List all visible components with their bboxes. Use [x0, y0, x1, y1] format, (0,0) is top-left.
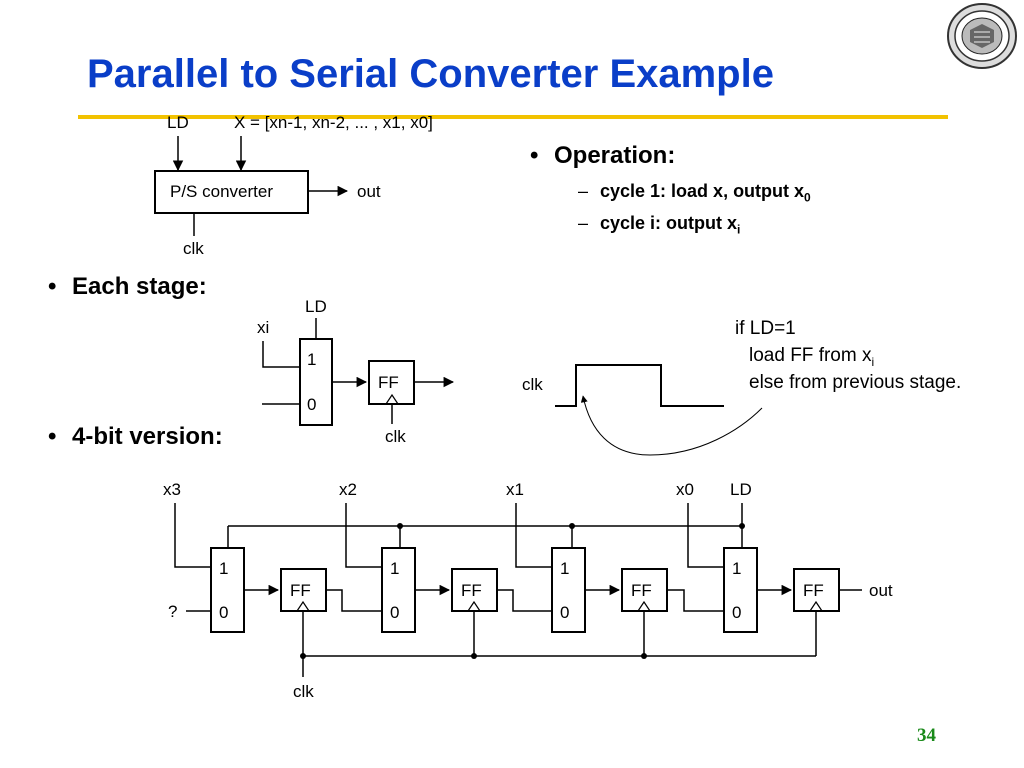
ps-x-input-label: X = [xn-1, xn-2, ... , x1, x0] [234, 113, 433, 132]
operation-item-cycle1: –cycle 1: load x, output x0 [578, 181, 811, 205]
ff-0-clock-triangle-icon [809, 600, 823, 612]
junction-dot-icon [569, 523, 575, 529]
ff-2-clock-triangle-icon [467, 600, 481, 612]
ps-converter-box [154, 170, 309, 214]
four-bit-input-x2: x2 [339, 480, 357, 499]
mux-1-label-0: 0 [560, 603, 569, 622]
junction-dot-icon [739, 523, 745, 529]
bullet-four-bit-label: 4-bit version: [72, 423, 223, 450]
stage-xi-line [262, 341, 300, 368]
operation-item-cyclei: –cycle i: output xi [578, 213, 741, 237]
mux-3-label-0: 0 [219, 603, 228, 622]
page-number: 34 [917, 725, 936, 746]
mux-0-label-1: 1 [732, 559, 741, 578]
four-bit-question-label: ? [168, 602, 177, 621]
clock-edge-arrow-icon [580, 395, 763, 456]
timing-clk-label: clk [522, 375, 543, 394]
mux-0-label-0: 0 [732, 603, 741, 622]
stage-xi-label: xi [257, 318, 269, 337]
mux-2-label-0: 0 [390, 603, 399, 622]
bullet-dot-icon: • [48, 273, 57, 300]
ps-converter-label: P/S converter [170, 182, 273, 201]
note-line-2-text: load FF from x [749, 345, 872, 366]
ff-0-label: FF [803, 581, 824, 600]
bullet-each-stage-label: Each stage: [72, 273, 207, 300]
bullet-dot-icon: • [530, 142, 539, 169]
bullet-each-stage: • Each stage: [48, 273, 207, 301]
four-bit-input-x3: x3 [163, 480, 181, 499]
stage-mux-1: 1 [307, 350, 316, 369]
title-underline [78, 115, 948, 119]
stage-block: LD xi 1 0 FF clk [257, 297, 455, 446]
stage-clk-label: clk [385, 427, 406, 446]
four-bit-ld-label: LD [730, 480, 752, 499]
ps-ld-label: LD [167, 113, 189, 132]
clock-waveform [555, 364, 724, 407]
ff-2-label: FF [461, 581, 482, 600]
mux-2-label-1: 1 [390, 559, 399, 578]
cycle1-subscript: 0 [804, 190, 811, 205]
four-bit-clk-label: clk [293, 682, 314, 701]
ff-3-clock-triangle-icon [296, 600, 310, 612]
bullet-operation: • Operation: [530, 142, 675, 170]
bullet-operation-label: Operation: [554, 142, 676, 169]
cycle1-text: cycle 1: load x, output x [600, 181, 805, 201]
bullet-four-bit: • 4-bit version: [48, 423, 223, 451]
ps-converter-block: LD X = [xn-1, xn-2, ... , x1, x0] P/S co… [154, 113, 433, 258]
junction-dot-icon [300, 653, 306, 659]
mux-3-label-1: 1 [219, 559, 228, 578]
ps-out-label: out [357, 182, 381, 201]
stage-clock-triangle-icon [385, 393, 399, 405]
note-line-2-subscript: i [871, 354, 875, 369]
four-bit-input-x0: x0 [676, 480, 694, 499]
four-bit-block: x3 x2 x1 x0 LD ? 1 0 1 0 1 0 1 0 [163, 480, 893, 701]
mux-1-label-1: 1 [560, 559, 569, 578]
ff-3-label: FF [290, 581, 311, 600]
ff-1-clock-triangle-icon [637, 600, 651, 612]
clock-timing: clk [522, 364, 763, 456]
four-bit-out-label: out [869, 581, 893, 600]
note-line-1: if LD=1 [735, 318, 796, 339]
stage-ff-label: FF [378, 373, 399, 392]
cyclei-text: cycle i: output x [600, 213, 738, 233]
ff-1-label: FF [631, 581, 652, 600]
bullet-dot-icon: • [48, 423, 57, 450]
slide-title: Parallel to Serial Converter Example [87, 52, 774, 96]
note-line-3: else from previous stage. [749, 372, 962, 393]
note-line-2: load FF from xi [749, 345, 874, 369]
four-bit-input-x1: x1 [506, 480, 524, 499]
stage-ld-label: LD [305, 297, 327, 316]
stage-mux-0: 0 [307, 395, 316, 414]
cyclei-subscript: i [737, 222, 741, 237]
junction-dot-icon [397, 523, 403, 529]
junction-dot-icon [641, 653, 647, 659]
junction-dot-icon [471, 653, 477, 659]
ps-clk-label: clk [183, 239, 204, 258]
university-seal-icon [947, 3, 1017, 69]
